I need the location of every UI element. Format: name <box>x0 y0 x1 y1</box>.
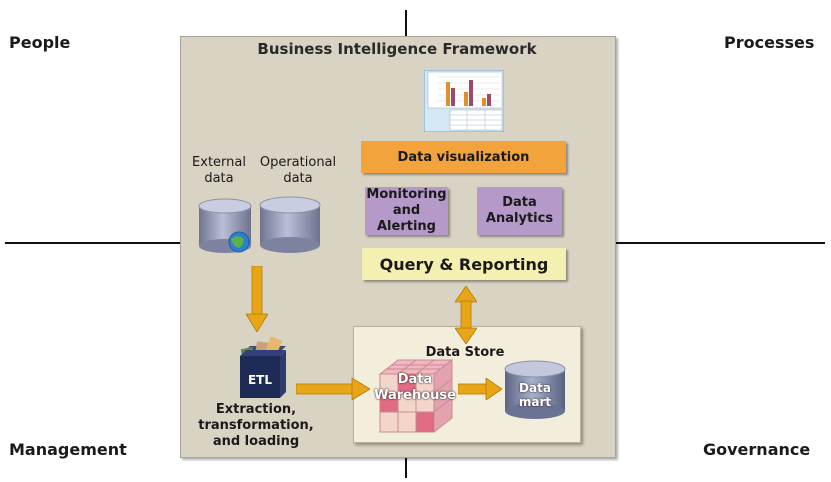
etl-box-icon <box>236 334 288 400</box>
external-data-label: External data <box>192 155 246 186</box>
data-mart-database-icon <box>503 360 569 422</box>
monitoring-label-line2: and Alerting <box>377 203 436 234</box>
external-database-icon <box>197 198 257 260</box>
etl-to-warehouse-arrow <box>295 377 371 401</box>
quadrant-label-management: Management <box>9 440 127 459</box>
analytics-label-line1: Data <box>502 195 537 210</box>
sources-to-etl-arrow <box>245 265 269 333</box>
data-visualization-box: Data visualization <box>361 141 566 173</box>
query-reporting-label: Query & Reporting <box>379 254 549 274</box>
data-visualization-label: Data visualization <box>397 149 530 165</box>
query-reporting-box: Query & Reporting <box>362 248 566 280</box>
monitoring-alerting-box: Monitoring and Alerting <box>365 187 448 235</box>
operational-database-icon <box>258 196 324 258</box>
chart-report-icon <box>423 69 505 133</box>
data-warehouse-label: Data Warehouse <box>374 372 456 403</box>
data-warehouse-cube-icon <box>376 356 456 436</box>
warehouse-to-mart-arrow <box>457 377 503 401</box>
quadrant-label-processes: Processes <box>724 33 815 52</box>
query-store-bidirectional-arrow <box>454 285 478 345</box>
data-mart-label: Data mart <box>518 381 552 409</box>
etl-badge-label: ETL <box>247 373 273 387</box>
data-store-title: Data Store <box>425 345 505 360</box>
analytics-label-line2: Analytics <box>485 211 554 226</box>
framework-title: Business Intelligence Framework <box>257 40 537 58</box>
operational-data-label: Operational data <box>259 155 337 186</box>
data-analytics-box: Data Analytics <box>477 187 562 235</box>
monitoring-label-line1: Monitoring <box>366 187 447 202</box>
quadrant-label-people: People <box>9 33 71 52</box>
quadrant-label-governance: Governance <box>703 440 811 459</box>
etl-description: Extraction, transformation, and loading <box>198 402 314 449</box>
